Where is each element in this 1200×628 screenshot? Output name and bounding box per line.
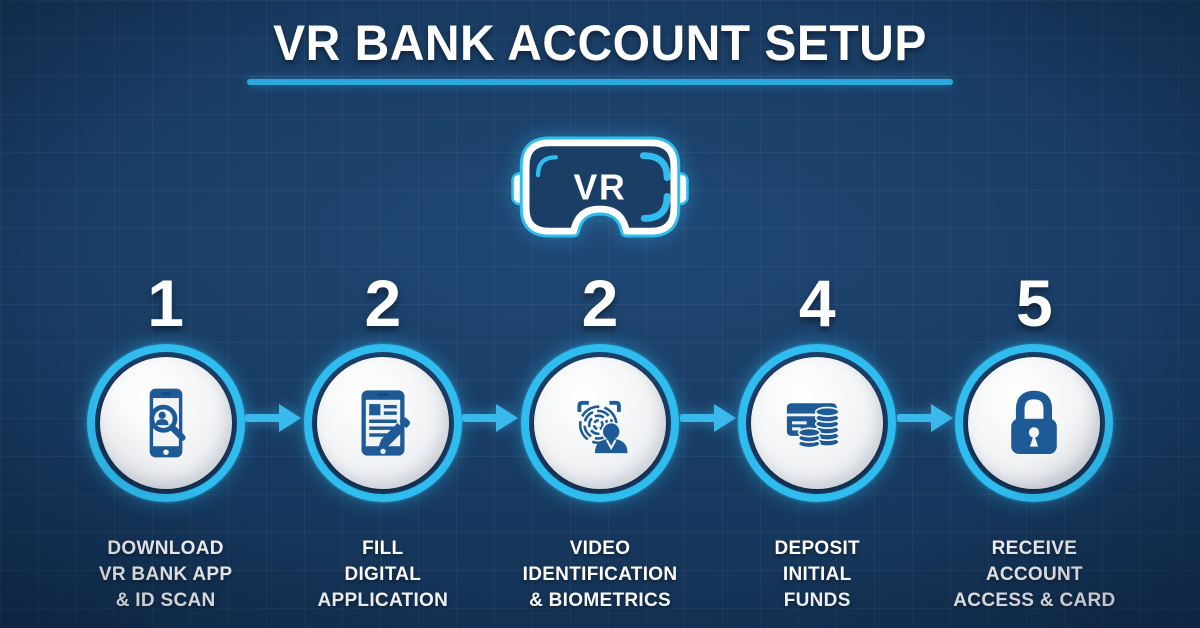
- step-3: 2: [491, 266, 736, 614]
- step-circle: [521, 344, 679, 502]
- step-4: 4: [709, 266, 953, 614]
- step-label: RECEIVE ACCOUNT ACCESS & CARD: [953, 538, 1116, 611]
- vr-headset-icon: VR: [0, 135, 1200, 244]
- steps-row: 1: [57, 270, 1143, 614]
- step-label: FILL DIGITAL APPLICATION: [317, 538, 449, 611]
- deposit-funds-icon: [787, 403, 840, 449]
- arrow-right-icon: [462, 404, 519, 432]
- title-underline: [247, 79, 953, 85]
- step-circle: [955, 344, 1114, 502]
- step-number: 2: [364, 266, 402, 340]
- vr-goggles-graphic: VR: [511, 136, 689, 238]
- arrow-right-icon: [896, 404, 953, 432]
- header: VR BANK ACCOUNT SETUP: [0, 0, 1200, 85]
- step-circle: [303, 344, 462, 502]
- step-label: VIDEO IDENTIFICATION & BIOMETRICS: [522, 538, 678, 611]
- step-number: 2: [581, 266, 619, 340]
- arrow-right-icon: [679, 404, 736, 432]
- step-2: 2: [274, 266, 519, 614]
- step-label: DEPOSIT INITIAL FUNDS: [774, 538, 860, 611]
- arrow-right-icon: [245, 404, 302, 432]
- digital-application-icon: [361, 390, 410, 456]
- step-label: DOWNLOAD VR BANK APP & ID SCAN: [98, 538, 233, 611]
- step-number: 1: [147, 266, 184, 340]
- vr-label: VR: [574, 168, 627, 208]
- step-1: 1: [57, 266, 302, 614]
- step-number: 5: [1016, 266, 1053, 340]
- page-title: VR BANK ACCOUNT SETUP: [273, 15, 927, 71]
- step-5: 5 RECEIVE ACCOUNT ACCESS & CARD: [926, 270, 1143, 614]
- video-biometrics-icon: [577, 400, 628, 454]
- phone-id-scan-icon: [149, 388, 186, 458]
- step-number: 4: [798, 266, 836, 340]
- step-circle: [86, 344, 245, 502]
- lock-icon: [1011, 390, 1058, 454]
- step-circle: [738, 344, 897, 502]
